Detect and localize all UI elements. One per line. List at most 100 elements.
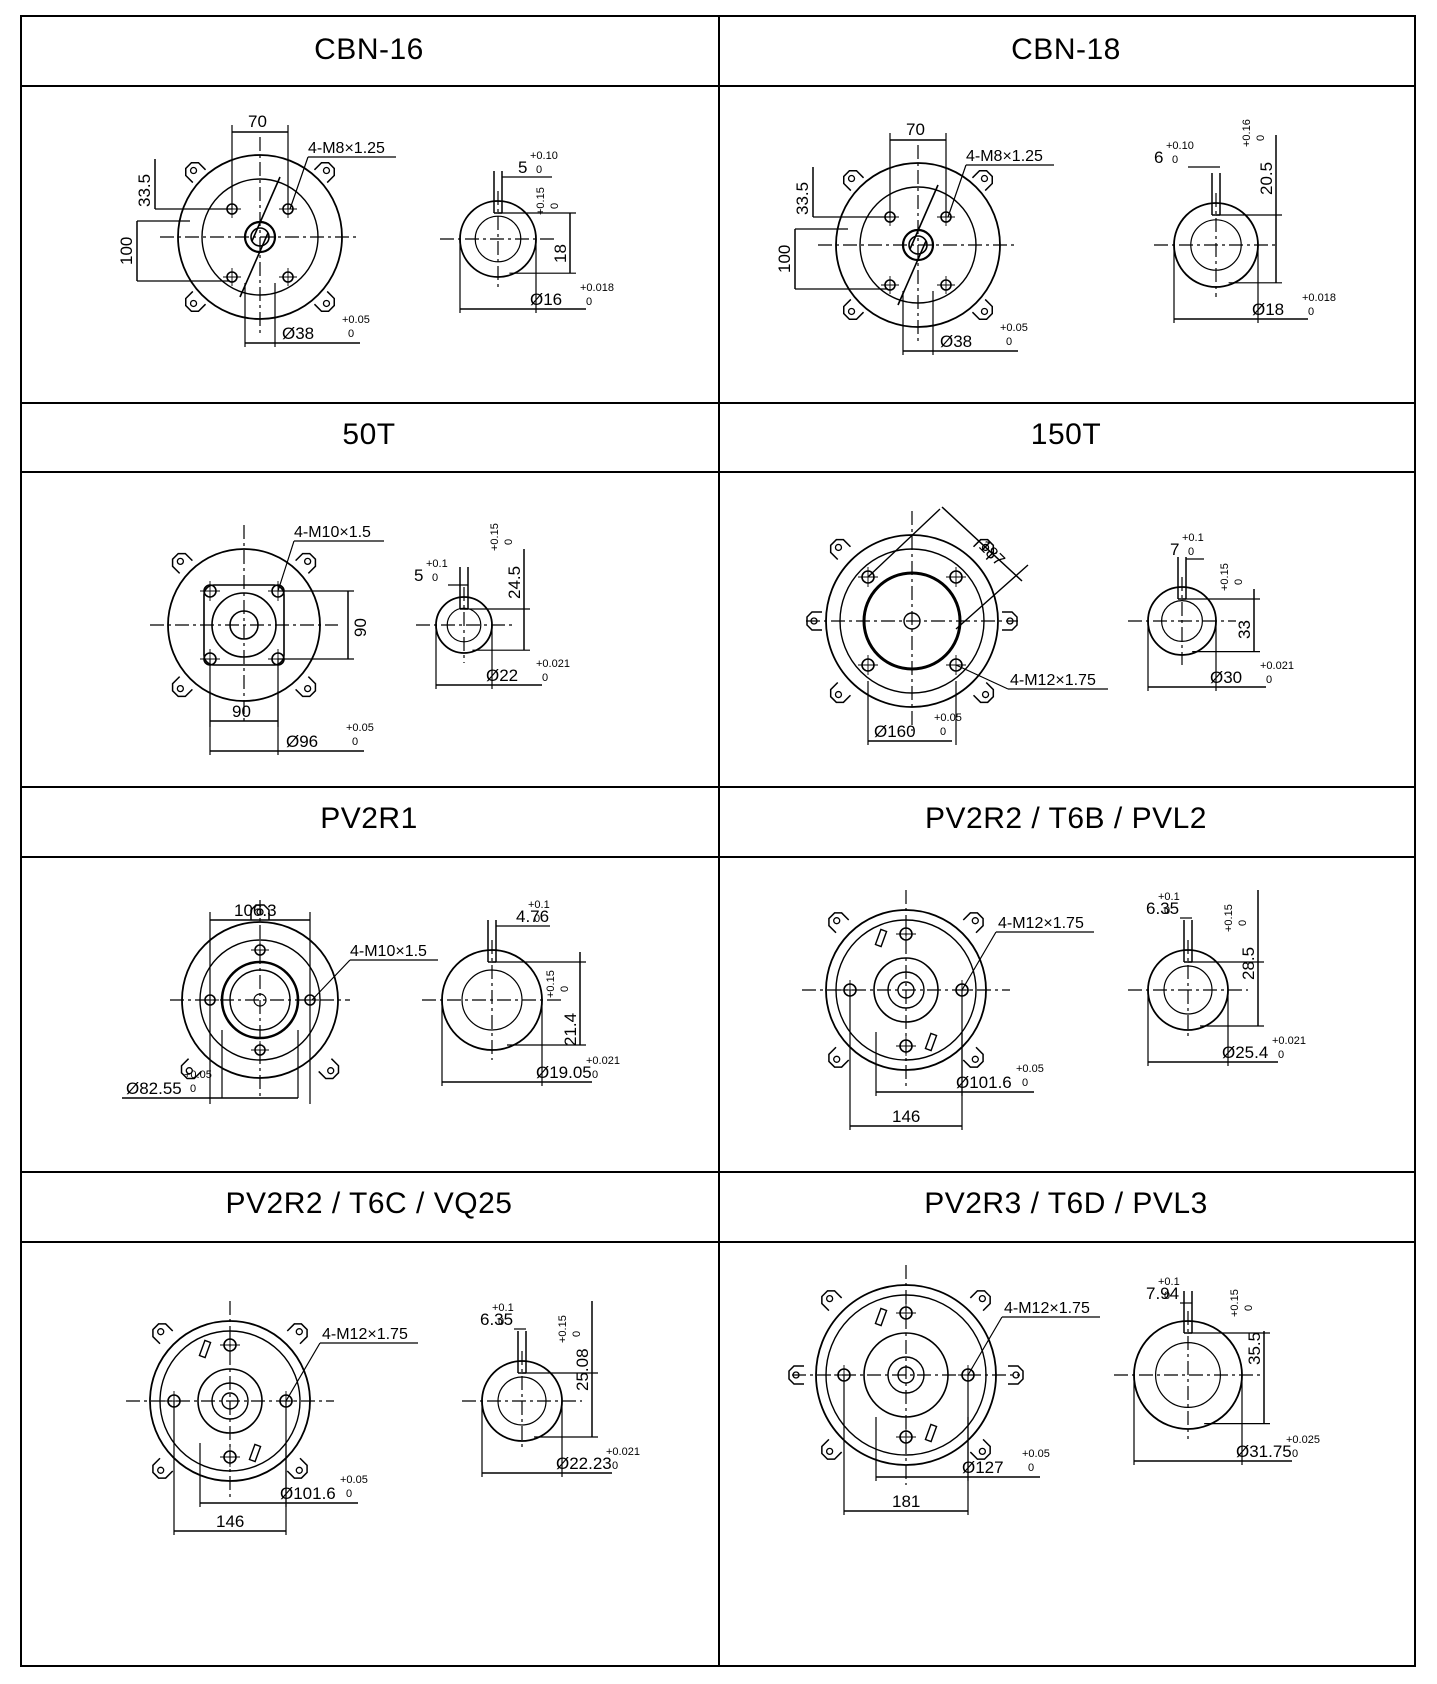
width-label: 146 [892, 1107, 920, 1126]
flange-drawing-svg: 704-M8×1.2533.5100Ø38+0.0505+0.10018+0.1… [117, 112, 614, 347]
shaft-diameter-label: Ø31.75 [1236, 1442, 1292, 1461]
section-title: 50T [342, 418, 396, 451]
mounting-lug [972, 681, 995, 704]
mounting-lug [969, 1438, 991, 1460]
shaft-height-tol-lower: 0 [549, 203, 561, 209]
bolt-leader [961, 931, 997, 991]
mounting-lug [828, 912, 850, 934]
pilot-diameter-tol-upper: +0.05 [346, 722, 374, 734]
shaft-height-tol-upper: +0.15 [1229, 1289, 1241, 1317]
shaft-diameter-tol-lower: 0 [1292, 1448, 1298, 1460]
row-divider [22, 402, 1414, 404]
pilot-diameter-tol-upper: +0.05 [1022, 1448, 1050, 1460]
offset-label: 33.5 [135, 174, 154, 207]
mounting-lug [152, 1323, 174, 1345]
bolt-spec-label: 4-M12×1.75 [998, 915, 1084, 932]
pilot-diameter-tol-lower: 0 [1022, 1077, 1028, 1089]
shaft-height-label: 25.08 [573, 1348, 592, 1391]
shaft-diameter-label: Ø30 [1210, 668, 1242, 687]
mounting-lug [843, 170, 865, 192]
height-label: 100 [775, 245, 794, 273]
section-title: CBN-18 [1011, 33, 1121, 66]
shaft-height-label: 24.5 [505, 566, 524, 599]
shaft-diameter-tol-upper: +0.021 [536, 658, 570, 670]
key-tol-lower: 0 [498, 1316, 504, 1328]
spec-table [20, 15, 1416, 1667]
bolt-leader [285, 1342, 321, 1402]
shaft-height-tol-upper: +0.15 [557, 1315, 569, 1343]
shaft-height-tol-lower: 0 [503, 539, 515, 545]
section-title: PV2R2 / T6B / PVL2 [925, 802, 1207, 835]
shaft-diameter-tol-lower: 0 [586, 296, 592, 308]
diagonal-extension [867, 508, 941, 578]
shaft-diameter-tol-upper: +0.018 [580, 282, 614, 294]
dowel-slot [874, 928, 888, 948]
pilot-diameter-tol-lower: 0 [1028, 1462, 1034, 1474]
mounting-lug [843, 298, 865, 320]
mounting-lug [829, 681, 852, 704]
pilot-diameter-tol-upper: +0.05 [340, 1474, 368, 1486]
bolt-spec-label: 4-M10×1.5 [294, 524, 371, 541]
offset-label: 33.5 [793, 182, 812, 215]
mounting-lug [171, 676, 193, 698]
bolt-spec-label: 4-M12×1.75 [322, 1326, 408, 1343]
mounting-lug [295, 676, 317, 698]
flange-drawing-svg: 4-M12×1.75146Ø101.6+0.0506.35+0.1025.08+… [126, 1301, 640, 1535]
key-width-label: 6.35 [480, 1310, 513, 1329]
key-tol-lower: 0 [1172, 154, 1178, 166]
width-label: 106.3 [234, 901, 277, 920]
mounting-lug [286, 1457, 308, 1479]
shaft-diameter-tol-upper: +0.021 [1260, 660, 1294, 672]
key-tol-lower: 0 [1188, 546, 1194, 558]
shaft-height-tol-lower: 0 [559, 986, 571, 992]
bolt-spec-label: 4-M12×1.75 [1004, 1300, 1090, 1317]
pilot-diameter-label: Ø101.6 [956, 1073, 1012, 1092]
mounting-lug [829, 538, 852, 561]
shaft-height-label: 35.5 [1245, 1332, 1264, 1365]
bolt-spec-label: 4-M8×1.25 [308, 140, 385, 157]
mounting-lug [180, 1058, 202, 1080]
width-label: 70 [906, 120, 925, 139]
pilot-diameter-tol-lower: 0 [940, 726, 946, 738]
pilot-diameter-tol-lower: 0 [346, 1488, 352, 1500]
row-divider [22, 856, 1414, 858]
row-divider [22, 1241, 1414, 1243]
shaft-diameter-tol-upper: +0.018 [1302, 292, 1336, 304]
width-label: 181 [892, 1492, 920, 1511]
pilot-diameter-tol-upper: +0.05 [1000, 322, 1028, 334]
mounting-lug [821, 1290, 843, 1312]
bolt-leader [311, 959, 351, 1001]
key-width-label: 4.76 [516, 907, 549, 926]
shaft-diameter-tol-lower: 0 [1278, 1049, 1284, 1061]
mounting-lug [828, 1046, 850, 1068]
pilot-diameter-tol-lower: 0 [348, 328, 354, 340]
shaft-height-label: 28.5 [1239, 947, 1258, 980]
dowel-slot [198, 1339, 212, 1359]
shaft-height-tol-upper: +0.15 [545, 970, 557, 998]
row-divider [22, 471, 1414, 473]
pilot-diameter-tol-lower: 0 [190, 1083, 196, 1095]
bolt-spec-label: 4-M12×1.75 [1010, 672, 1096, 689]
dowel-slot [924, 1423, 938, 1443]
flange-drawing-svg: 4-M12×1.75146Ø101.6+0.0506.35+0.1028.5+0… [802, 890, 1306, 1130]
pilot-diameter-tol-lower: 0 [1006, 336, 1012, 348]
shaft-diameter-label: Ø22 [486, 666, 518, 685]
key-width-label: 5 [518, 158, 527, 177]
shaft-diameter-label: Ø19.05 [536, 1063, 592, 1082]
mounting-lug [313, 290, 335, 312]
rib-line [909, 184, 939, 250]
shaft-height-tol-lower: 0 [571, 1331, 583, 1337]
shaft-diameter-label: Ø25.4 [1222, 1043, 1268, 1062]
pilot-diameter-label: Ø127 [962, 1458, 1004, 1477]
bolt-leader [289, 156, 309, 210]
key-width-label: 6.35 [1146, 899, 1179, 918]
key-width-label: 6 [1154, 148, 1163, 167]
mounting-lug [971, 170, 993, 192]
shaft-diameter-label: Ø16 [530, 290, 562, 309]
bolt-leader [955, 664, 1009, 690]
